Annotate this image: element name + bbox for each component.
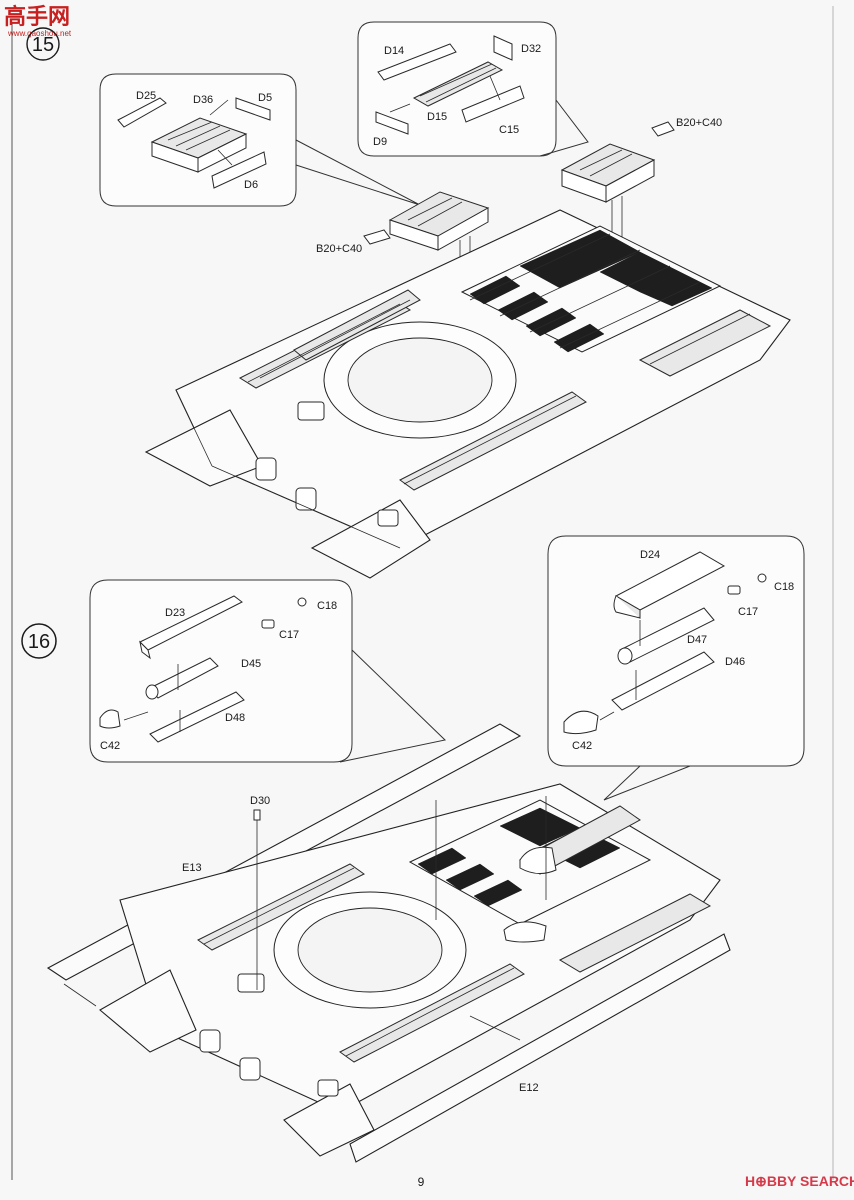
step16-left-callout: D23 C18 C17 D45 D48 C42 (89, 579, 447, 763)
label-B20-C40-left: B20+C40 (316, 243, 362, 255)
label-E12: E12 (519, 1082, 539, 1094)
label-C42-right: C42 (572, 740, 592, 752)
label-D24: D24 (640, 549, 660, 561)
label-D30: D30 (250, 795, 270, 807)
label-C15: C15 (499, 124, 519, 136)
label-D6: D6 (244, 179, 258, 191)
step-16-number: 16 (28, 631, 50, 653)
step16-hull: D30 E13 E12 (46, 723, 731, 1163)
page-number: 9 (418, 1175, 425, 1189)
watermark-logo: 高手网 www.gaoshou.net (4, 4, 72, 38)
step15-top-callout: D14 D32 D15 C15 D9 (357, 21, 589, 157)
label-D5: D5 (258, 92, 272, 104)
label-C17-left: C17 (279, 629, 299, 641)
label-D15: D15 (427, 111, 447, 123)
label-B20-C40-right: B20+C40 (676, 117, 722, 129)
step-15-number: 15 (32, 34, 54, 56)
step16-right-callout: D24 C18 C17 D47 D46 C42 (547, 535, 805, 801)
label-D32: D32 (521, 43, 541, 55)
step-16-marker: 16 (21, 623, 57, 659)
label-C17-right: C17 (738, 606, 758, 618)
step15-left-callout: D25 D36 D5 D6 (99, 73, 421, 207)
watermark-url: www.gaoshou.net (7, 29, 72, 38)
watermark-logo-text: 高手网 (4, 4, 70, 30)
step15-hull (144, 209, 791, 579)
label-D25: D25 (136, 90, 156, 102)
label-D47: D47 (687, 634, 707, 646)
label-D46: D46 (725, 656, 745, 668)
label-C18-right: C18 (774, 581, 794, 593)
footer-brand: H⊕BBY SEARCH (745, 1173, 854, 1189)
label-D23: D23 (165, 607, 185, 619)
label-D45: D45 (241, 658, 261, 670)
step-15-marker: 15 (26, 27, 60, 61)
label-D36: D36 (193, 94, 213, 106)
label-C18-left: C18 (317, 600, 337, 612)
label-C42-left: C42 (100, 740, 120, 752)
label-D14: D14 (384, 45, 404, 57)
label-D48: D48 (225, 712, 245, 724)
label-D9: D9 (373, 136, 387, 148)
label-E13: E13 (182, 862, 202, 874)
